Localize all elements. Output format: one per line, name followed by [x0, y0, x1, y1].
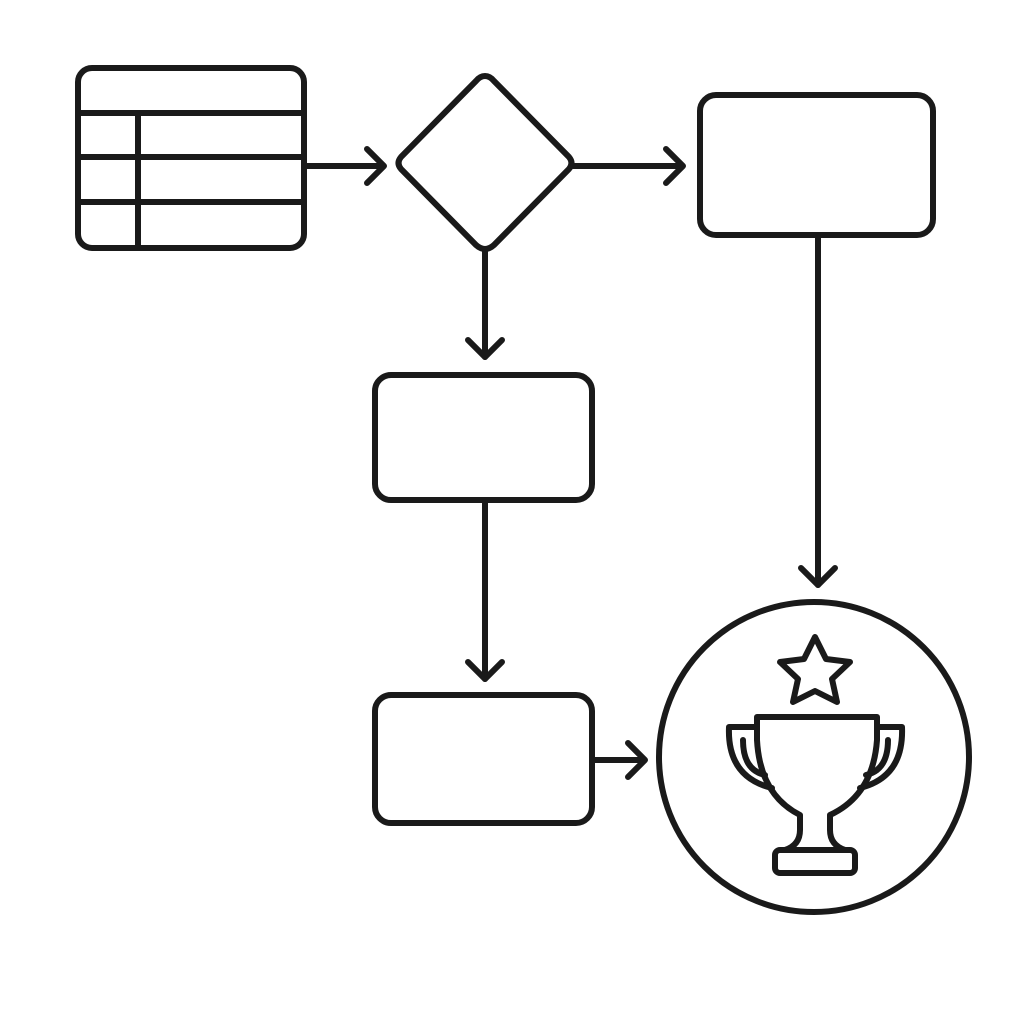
- star-icon: [777, 634, 853, 705]
- arrow-right-box-to-goal: [798, 232, 838, 588]
- arrow-table-to-decision: [301, 146, 387, 186]
- table-icon[interactable]: [75, 65, 307, 251]
- trophy-icon: [725, 714, 906, 876]
- process-box-right[interactable]: [697, 92, 936, 238]
- arrow-decision-to-right-box: [570, 146, 686, 186]
- process-box-middle[interactable]: [372, 372, 595, 503]
- arrow-bottom-box-to-goal: [589, 740, 648, 780]
- process-box-bottom[interactable]: [372, 692, 595, 826]
- arrow-middle-to-bottom-box: [465, 497, 505, 682]
- arrow-decision-to-middle-box: [465, 247, 505, 360]
- goal-circle[interactable]: [656, 599, 972, 915]
- decision-diamond[interactable]: [395, 73, 575, 252]
